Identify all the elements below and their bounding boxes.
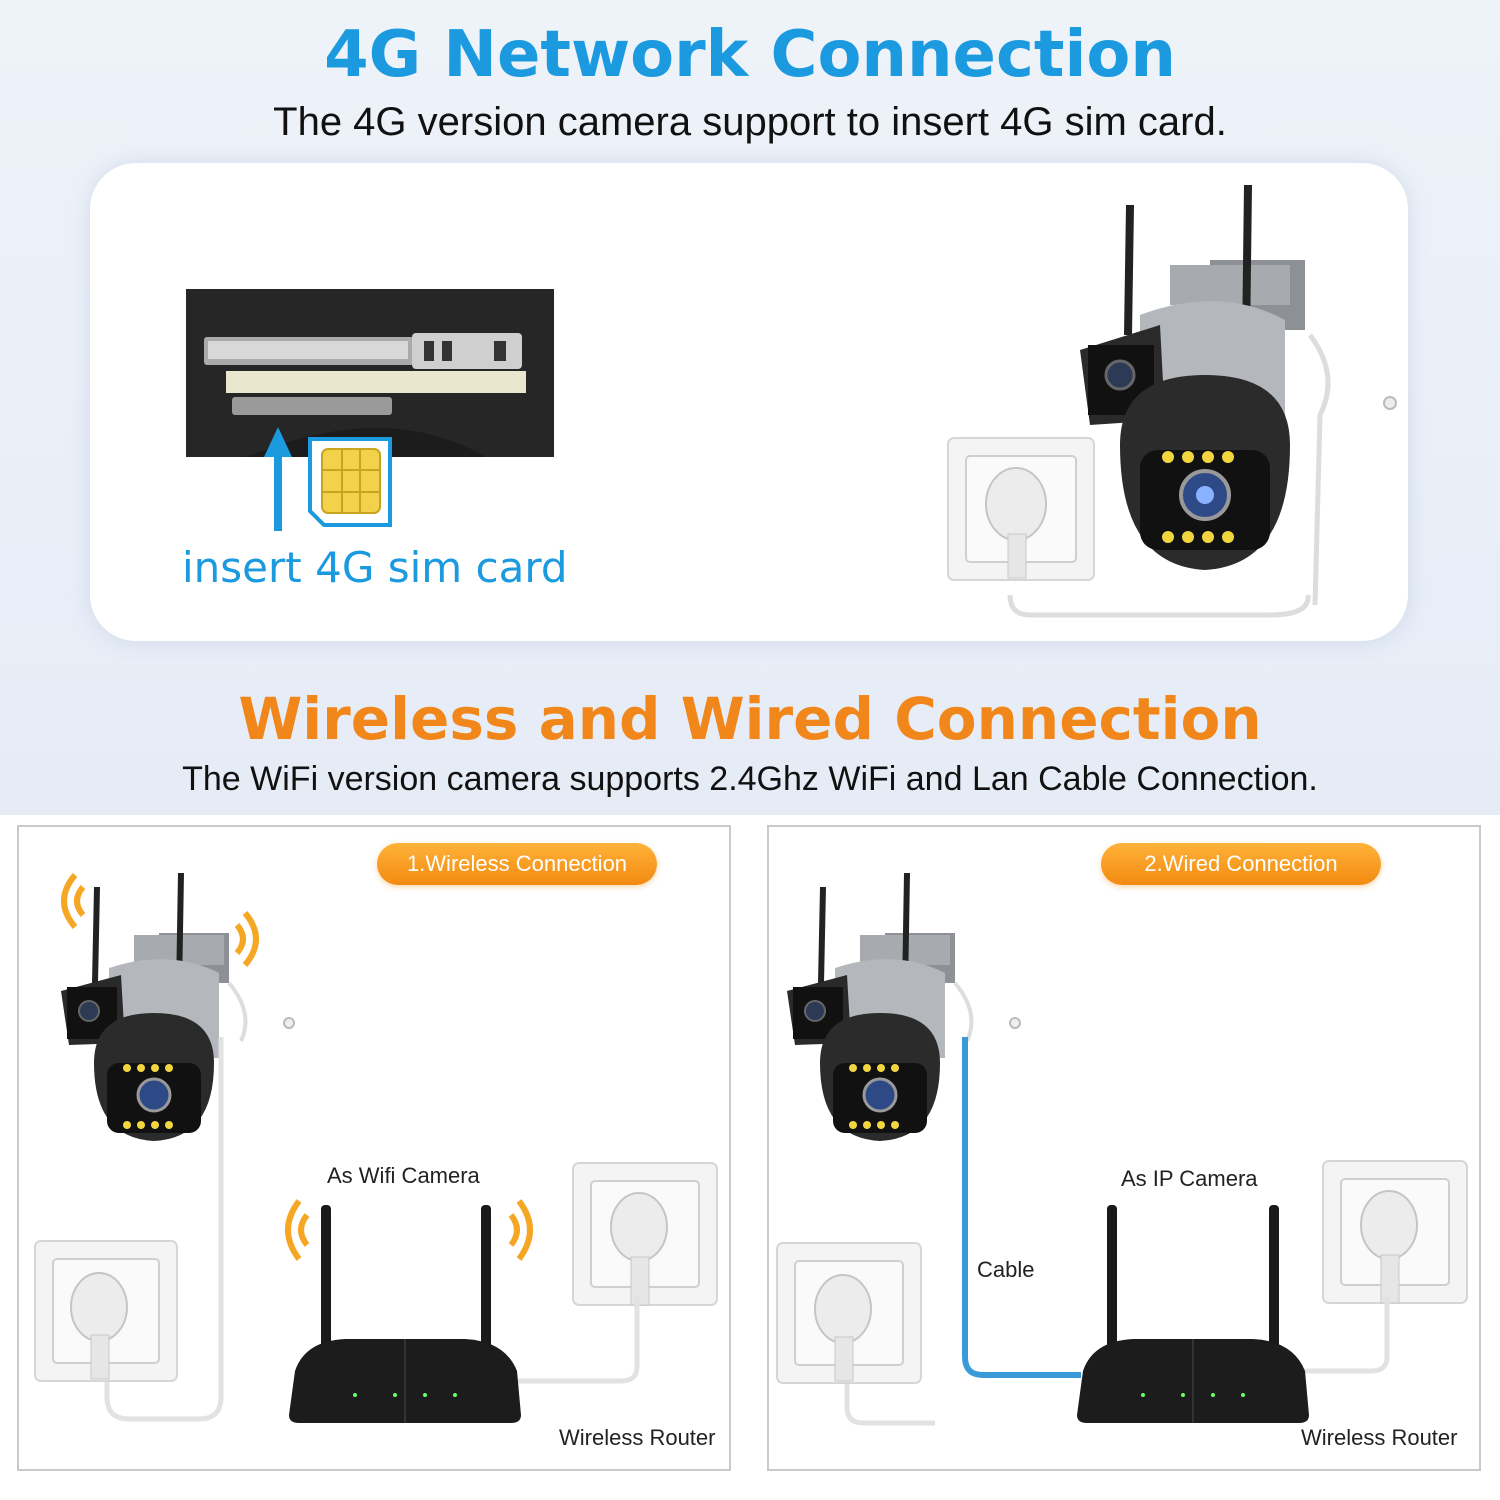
wall-socket-icon <box>572 1162 718 1306</box>
wireless-router-label: Wireless Router <box>559 1425 716 1450</box>
wireless-connection-panel: 1.Wireless Connection <box>17 825 731 1471</box>
sim-card-icon <box>308 437 392 527</box>
wifi-signal-icon <box>285 1199 310 1261</box>
router-power-cable <box>509 1297 640 1384</box>
wall-socket-icon <box>947 437 1095 581</box>
wired-connection-badge: 2.Wired Connection <box>1101 843 1381 885</box>
lan-cable <box>962 1037 1081 1378</box>
camera-icon <box>1007 184 1397 618</box>
sim-caption: insert 4G sim card <box>182 543 568 592</box>
wired-connection-panel: 2.Wired Connection Cable <box>767 825 1481 1471</box>
wall-socket-icon <box>1322 1160 1468 1304</box>
ip-camera-label: As IP Camera <box>1121 1166 1258 1191</box>
cable-label: Cable <box>977 1257 1035 1282</box>
router-icon <box>1077 1205 1309 1423</box>
wifi-signal-icon <box>508 1199 533 1261</box>
wall-socket-icon <box>34 1240 178 1382</box>
router-power-cable <box>1299 1297 1390 1374</box>
wired-router-label: Wireless Router <box>1301 1425 1458 1450</box>
power-cable <box>104 1037 224 1422</box>
section-wifi-title: Wireless and Wired Connection <box>238 685 1262 753</box>
power-cable <box>844 1347 935 1426</box>
section-4g-title: 4G Network Connection <box>324 18 1176 92</box>
wireless-connection-badge: 1.Wireless Connection <box>377 843 657 885</box>
camera-icon <box>61 872 295 1141</box>
router-icon <box>289 1205 521 1423</box>
up-arrow-icon <box>264 427 292 531</box>
wall-socket-icon <box>776 1242 922 1384</box>
section-4g-subtitle: The 4G version camera support to insert … <box>273 100 1227 144</box>
wifi-signal-icon <box>234 911 259 967</box>
camera-icon <box>787 872 1021 1141</box>
section-wifi-subtitle: The WiFi version camera supports 2.4Ghz … <box>182 760 1318 798</box>
sim-slot-photo <box>186 289 554 457</box>
wifi-camera-label: As Wifi Camera <box>327 1163 480 1188</box>
wifi-signal-icon <box>61 873 86 929</box>
